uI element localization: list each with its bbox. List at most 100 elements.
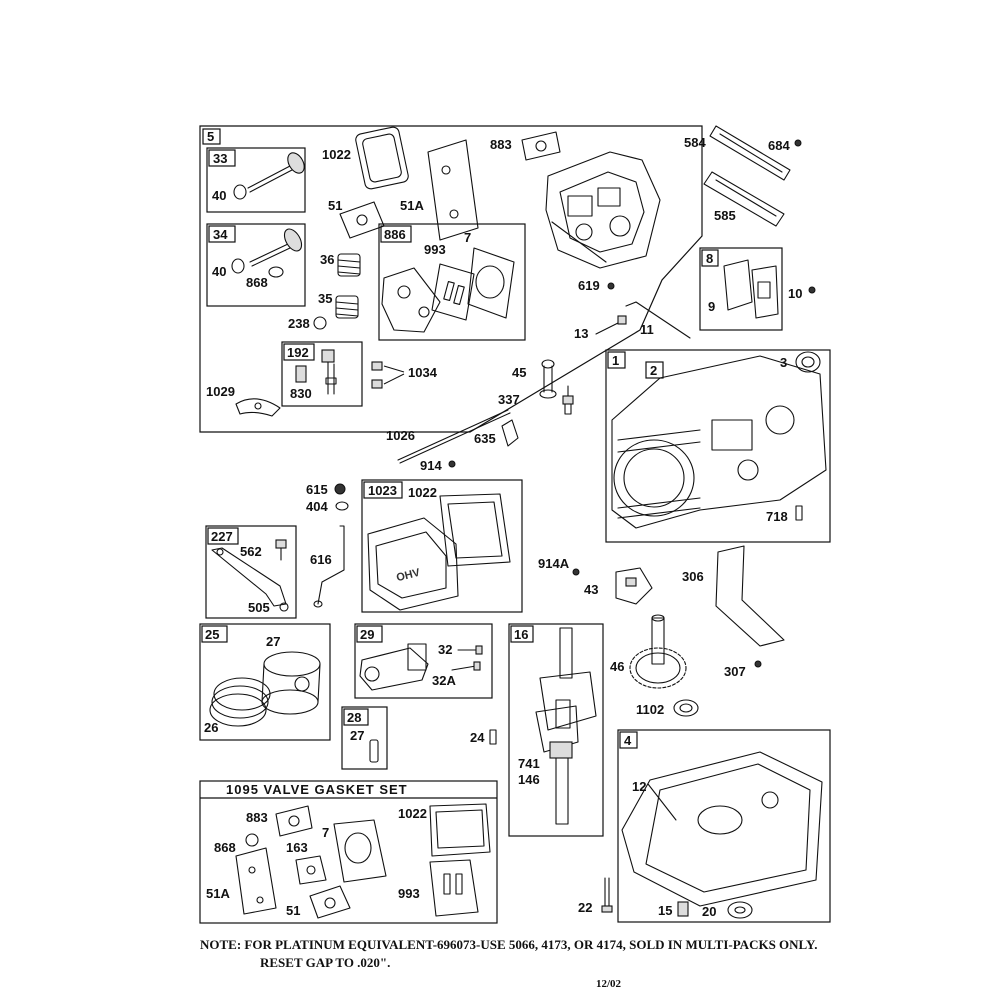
callout-1022-b: 1022 — [408, 485, 437, 500]
callout-1034: 1034 — [408, 365, 438, 380]
gasket-51-b-part — [309, 885, 351, 919]
callout-1102: 1102 — [636, 702, 664, 717]
callout-51A-b: 51A — [206, 886, 230, 901]
cylinder-block-part — [611, 355, 827, 529]
exhaust-valve-part — [231, 228, 303, 278]
crankshaft-box-16 — [508, 623, 604, 837]
washer-404-part — [335, 501, 349, 511]
pin-box-28 — [341, 706, 388, 770]
note-line-1: NOTE: FOR PLATINUM EQUIVALENT-696073-USE… — [200, 937, 818, 952]
oil-seal-3-part — [795, 351, 821, 373]
screw-307-part — [754, 660, 762, 668]
callout-883-a: 883 — [490, 137, 512, 152]
callout-13: 13 — [574, 326, 588, 341]
callout-914: 914 — [420, 458, 442, 473]
cylinder-head-group-frame — [199, 125, 703, 433]
gasket-1022-c-part — [429, 803, 491, 857]
pin-24-part — [489, 729, 497, 745]
valve-gasket-set-title: 1095 VALVE GASKET SET — [226, 782, 408, 797]
callout-25: 25 — [205, 627, 219, 642]
callout-684: 684 — [768, 138, 790, 153]
callout-886: 886 — [384, 227, 406, 242]
callout-993-a: 993 — [424, 242, 446, 257]
screw-914A-part — [572, 568, 580, 576]
callout-5: 5 — [207, 129, 214, 144]
screw-684-part — [794, 139, 802, 147]
callout-238: 238 — [288, 316, 310, 331]
callout-3: 3 — [780, 355, 787, 370]
callout-35: 35 — [318, 291, 332, 306]
bolt-13-part — [595, 315, 627, 335]
callout-box-5 — [202, 128, 221, 145]
callout-830: 830 — [290, 386, 312, 401]
callout-15: 15 — [658, 903, 672, 918]
callout-619: 619 — [578, 278, 600, 293]
callout-741: 741 — [518, 756, 540, 771]
screw-562-part — [275, 539, 287, 561]
callout-914A: 914A — [538, 556, 570, 571]
callout-51A-a: 51A — [400, 198, 424, 213]
gasket-51-part — [339, 201, 385, 239]
callout-32: 32 — [438, 642, 452, 657]
sump-base-part — [621, 751, 823, 907]
callout-33: 33 — [213, 151, 227, 166]
callout-146: 146 — [518, 772, 540, 787]
gasket-993-b-part — [429, 859, 479, 917]
callout-1026: 1026 — [386, 428, 415, 443]
head-gasket-7-part — [467, 247, 515, 319]
spark-plug-337-part — [562, 385, 574, 415]
oil-seal-1102-part — [673, 699, 699, 717]
valve-spring-35-part — [335, 295, 359, 319]
callout-28: 28 — [347, 710, 361, 725]
callout-585: 585 — [714, 208, 736, 223]
valve-spring-36-part — [337, 253, 361, 277]
callout-307: 307 — [724, 664, 746, 679]
lever-227-part — [211, 547, 287, 607]
parts-note: NOTE: FOR PLATINUM EQUIVALENT-696073-USE… — [200, 936, 980, 972]
callout-2: 2 — [650, 363, 657, 378]
note-line-2: RESET GAP TO .020". — [260, 955, 391, 970]
rocker-arm-1029-part — [235, 398, 281, 417]
nut-505-part — [279, 602, 289, 612]
callout-45: 45 — [512, 365, 526, 380]
callout-562: 562 — [240, 544, 262, 559]
callout-46: 46 — [610, 659, 624, 674]
valve-gasket-set-box-1095 — [199, 780, 498, 924]
callout-34: 34 — [213, 227, 228, 242]
callout-584: 584 — [684, 135, 706, 150]
breather-8-part — [723, 259, 779, 319]
guide-plate-1034-part — [371, 361, 405, 389]
crankshaft-part — [535, 627, 597, 825]
exhaust-gasket-883-part — [521, 131, 561, 161]
callout-1022-c: 1022 — [398, 806, 427, 821]
cam-gear-46-part — [629, 614, 687, 689]
gasket-51A-b-part — [235, 847, 277, 915]
callout-1029: 1029 — [206, 384, 235, 399]
nut-615-part — [334, 483, 346, 495]
screw-914-part — [448, 460, 456, 468]
shield-585-part — [703, 171, 785, 227]
gasket-883-b-part — [275, 805, 313, 837]
callout-10: 10 — [788, 286, 802, 301]
exhaust-valve-box — [206, 223, 306, 307]
screw-619-part — [607, 282, 615, 290]
callout-616: 616 — [310, 552, 332, 567]
callout-7-b: 7 — [322, 825, 329, 840]
seal-868-b-part — [245, 833, 259, 847]
callout-29: 29 — [360, 627, 374, 642]
bolt-22-part — [601, 877, 613, 913]
piston-rings-26-part — [209, 677, 271, 727]
callout-24: 24 — [470, 730, 485, 745]
tube-45-part — [539, 359, 557, 399]
callout-505: 505 — [248, 600, 270, 615]
rocker-stud-830-part — [295, 349, 337, 395]
piston-pin-part — [369, 739, 379, 763]
callout-51-a: 51 — [328, 198, 342, 213]
pushrod-11-part — [625, 301, 691, 339]
governor-43-part — [615, 567, 653, 605]
callout-36: 36 — [320, 252, 334, 267]
callout-4: 4 — [624, 733, 632, 748]
piston-box-25 — [199, 623, 331, 741]
gasket-1022-b-part — [439, 493, 511, 567]
